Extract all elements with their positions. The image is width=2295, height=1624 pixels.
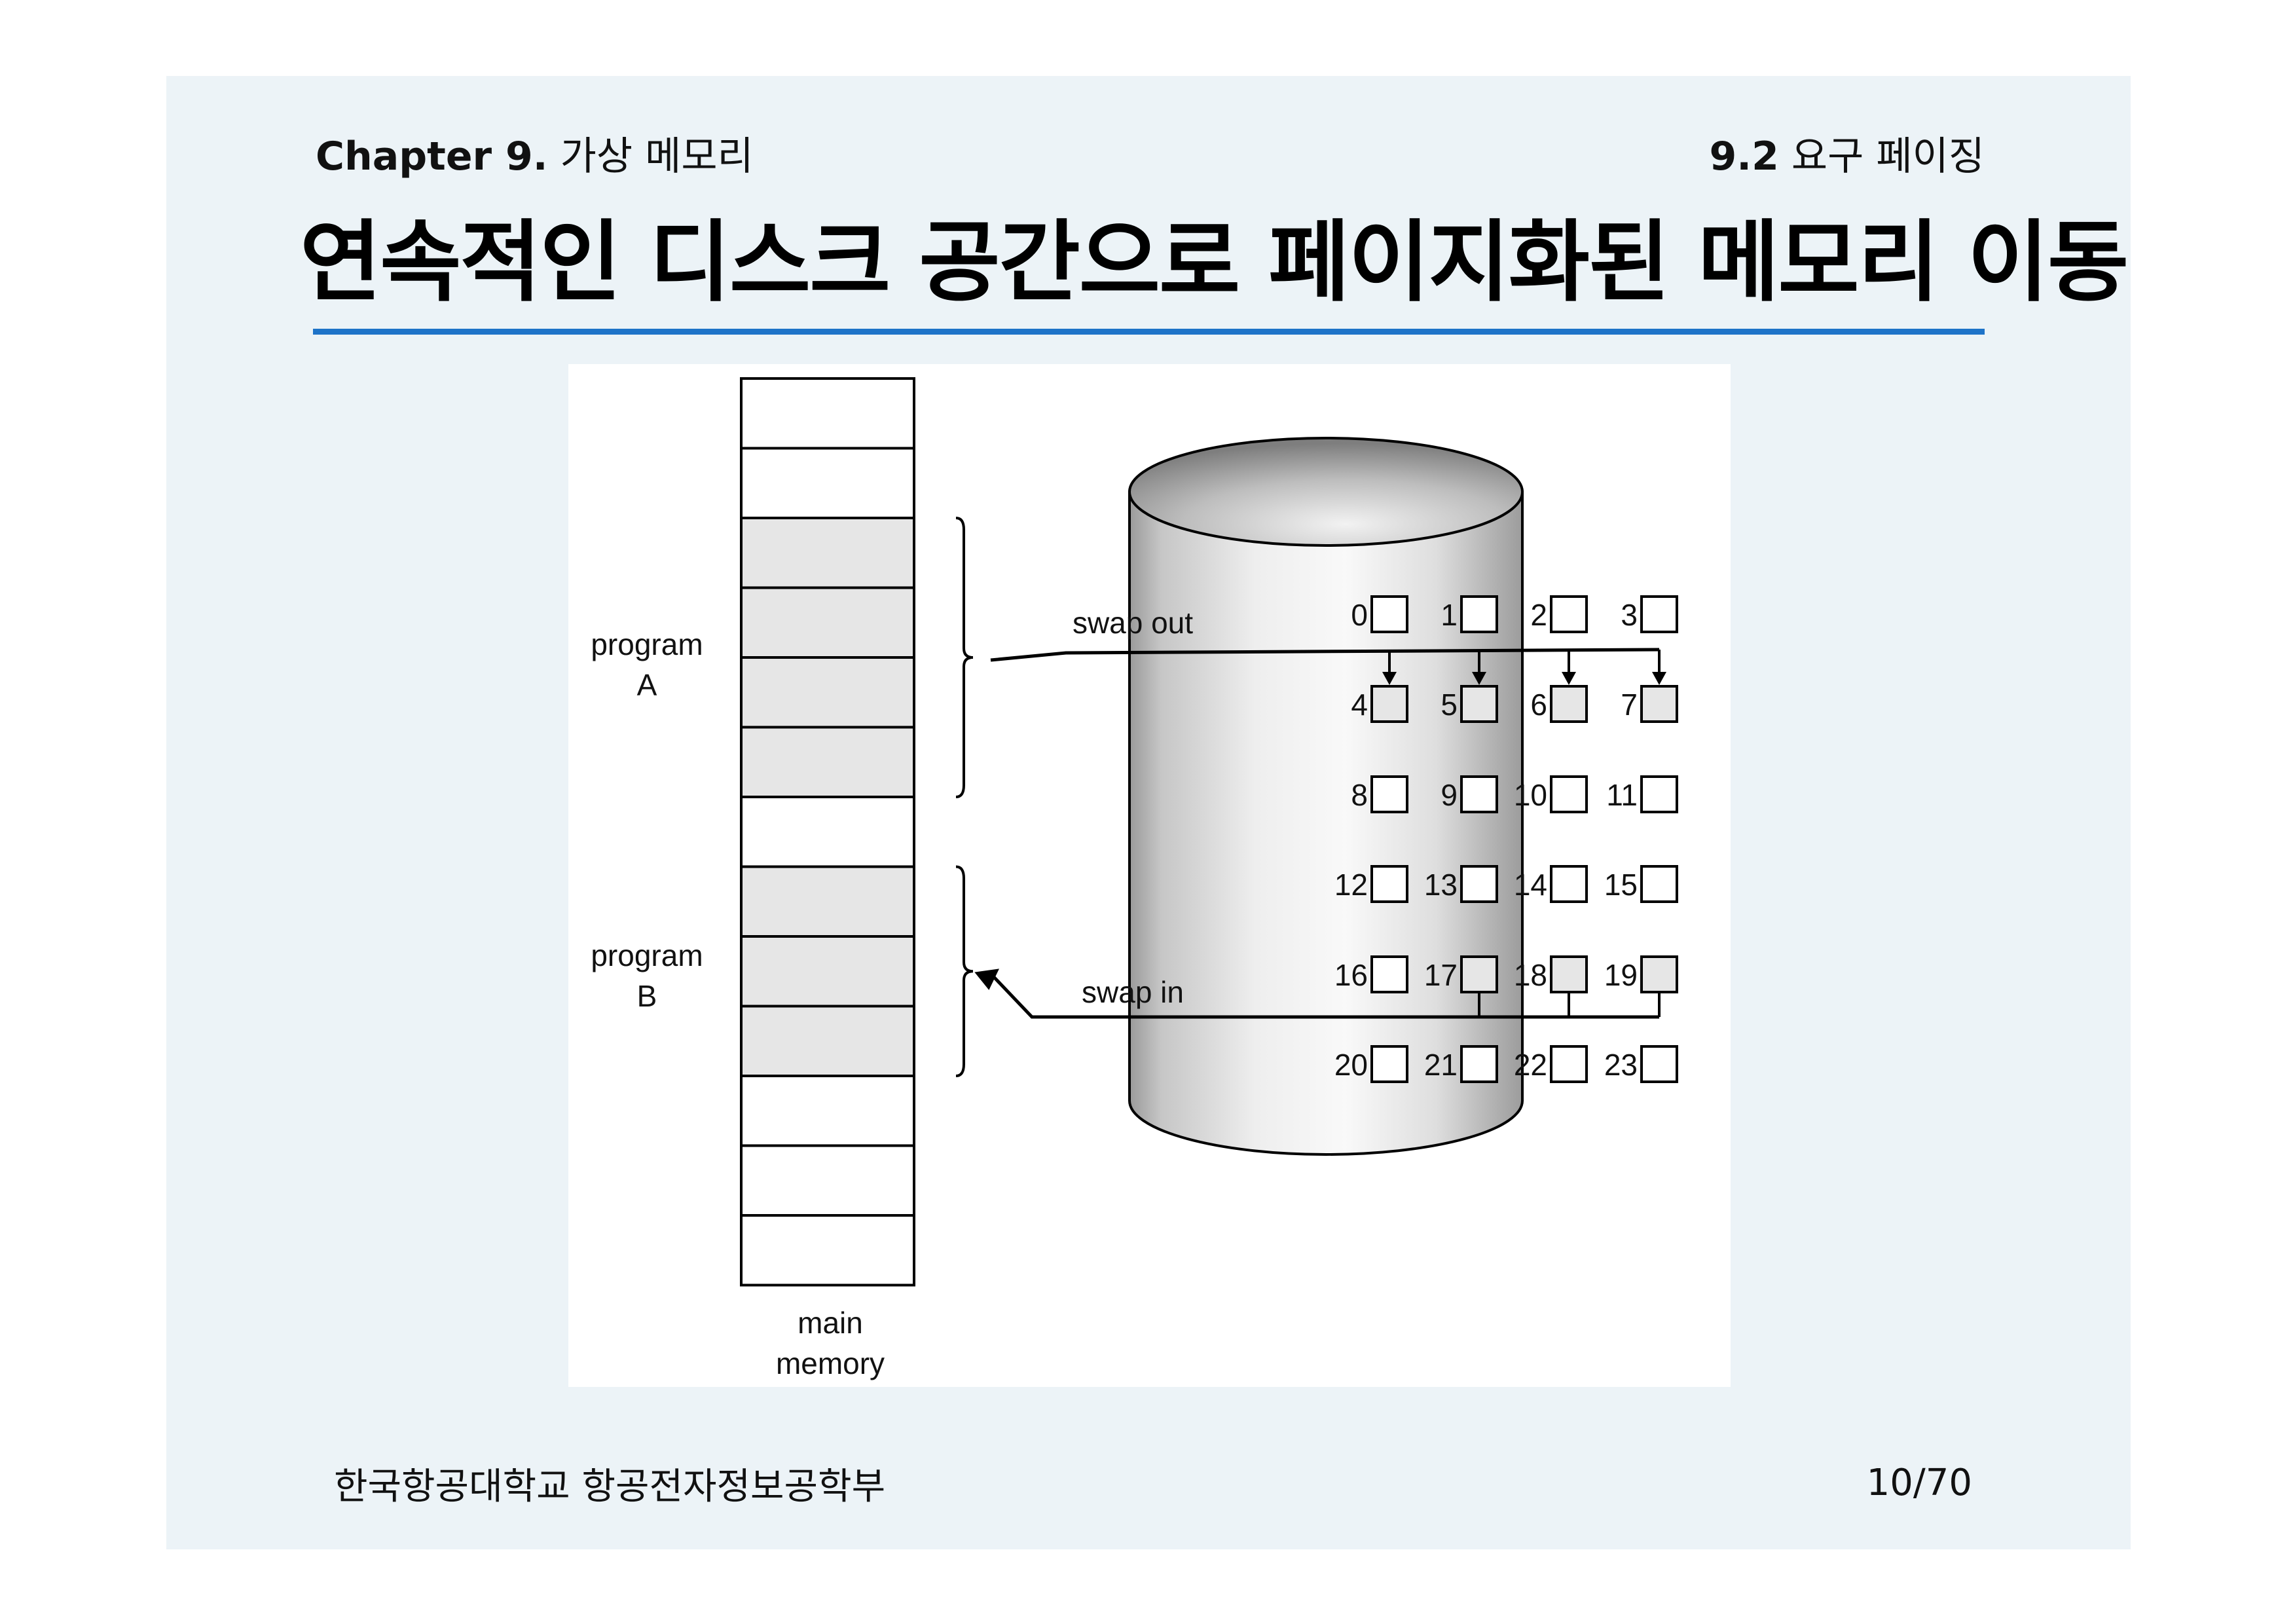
memory-frame	[740, 586, 915, 659]
disk-block-number: 8	[1351, 778, 1368, 812]
disk-block-number: 11	[1606, 778, 1638, 812]
swap-out-arrowhead	[1472, 672, 1486, 685]
memory-frame	[740, 796, 915, 868]
program-b-label-line1: program	[591, 938, 703, 972]
bracket	[955, 865, 974, 1077]
memory-frame	[740, 726, 915, 798]
disk-block-number: 20	[1334, 1048, 1368, 1082]
disk-block	[1370, 595, 1408, 633]
disk-block-number: 5	[1441, 688, 1458, 722]
disk-block	[1460, 865, 1498, 903]
disk-block-number: 1	[1441, 598, 1458, 632]
disk-block	[1640, 955, 1678, 993]
swap-in-line	[991, 974, 1659, 1019]
disk-block-number: 17	[1424, 958, 1458, 992]
disk-block-number: 3	[1621, 598, 1638, 632]
disk-block	[1640, 775, 1678, 813]
disk-block-number: 18	[1514, 958, 1547, 992]
chapter-title: 가상 메모리	[560, 134, 754, 179]
main-memory-label-line1: main	[798, 1306, 863, 1340]
disk-block-number: 16	[1334, 958, 1368, 992]
memory-frame	[740, 1075, 915, 1147]
memory-frame	[740, 935, 915, 1008]
disk-block-number: 21	[1424, 1048, 1458, 1082]
memory-frame	[740, 377, 915, 450]
disk-block	[1640, 1045, 1678, 1083]
section-title: 요구 페이징	[1791, 134, 1985, 179]
bracket	[955, 517, 974, 798]
disk-block	[1460, 955, 1498, 993]
disk-block	[1370, 865, 1408, 903]
disk-block	[1370, 1045, 1408, 1083]
disk-block	[1550, 865, 1588, 903]
memory-frame	[740, 517, 915, 589]
disk-block	[1460, 775, 1498, 813]
disk-block	[1550, 685, 1588, 723]
disk-block-number: 13	[1424, 868, 1458, 902]
swap-in-label: swap in	[1082, 975, 1184, 1009]
disk-block	[1550, 595, 1588, 633]
page-number: 10/70	[1866, 1462, 1972, 1504]
disk-block	[1370, 685, 1408, 723]
chapter-heading: Chapter 9. 가상 메모리	[316, 124, 754, 181]
disk-block	[1370, 775, 1408, 813]
memory-frame	[740, 865, 915, 938]
disk-block-number: 9	[1441, 778, 1458, 812]
section-heading: 9.2 요구 페이징	[1710, 124, 1985, 181]
disk-block	[1640, 865, 1678, 903]
program-a-label-line2: A	[637, 668, 657, 702]
disk-block	[1640, 685, 1678, 723]
main-memory-label-line2: memory	[776, 1346, 885, 1380]
disk-block-number: 15	[1604, 868, 1638, 902]
swap-out-label: swap out	[1073, 606, 1193, 640]
disk-block-number: 2	[1530, 598, 1547, 632]
disk-top	[1128, 437, 1524, 547]
section-number: 9.2	[1709, 134, 1779, 179]
disk-block-number: 6	[1530, 688, 1547, 722]
slide-title: 연속적인 디스크 공간으로 페이지화된 메모리 이동	[300, 211, 2129, 314]
disk-block-number: 23	[1604, 1048, 1638, 1082]
memory-frame	[740, 447, 915, 519]
disk-block-number: 14	[1514, 868, 1547, 902]
swap-out-arrowhead	[1562, 672, 1576, 685]
swap-out-arrowhead	[1652, 672, 1666, 685]
disk-block-number: 22	[1514, 1048, 1547, 1082]
program-a-label-line1: program	[591, 627, 703, 661]
disk-block	[1640, 595, 1678, 633]
footer-department: 한국항공대학교 항공전자정보공학부	[334, 1466, 886, 1508]
memory-frame	[740, 656, 915, 729]
disk-block-number: 10	[1514, 778, 1547, 812]
disk-body	[1128, 490, 1524, 1156]
swap-in-arrowhead	[974, 969, 999, 990]
swap-out-line	[990, 648, 1660, 662]
disk-block	[1550, 1045, 1588, 1083]
swap-out-arrowhead	[1382, 672, 1397, 685]
memory-frame	[740, 1144, 915, 1217]
disk-block	[1460, 685, 1498, 723]
chapter-label: Chapter 9.	[316, 134, 548, 179]
disk-block-number: 7	[1621, 688, 1638, 722]
disk-block-number: 19	[1604, 958, 1638, 992]
memory-frame	[740, 1005, 915, 1077]
memory-frame	[740, 1214, 915, 1287]
disk-block-number: 4	[1351, 688, 1368, 722]
disk-block-number: 0	[1351, 598, 1368, 632]
disk-block	[1370, 955, 1408, 993]
disk-block	[1460, 1045, 1498, 1083]
disk-block	[1550, 955, 1588, 993]
program-b-label-line2: B	[637, 979, 657, 1013]
disk-block	[1550, 775, 1588, 813]
title-divider	[313, 329, 1985, 335]
disk-block-number: 12	[1334, 868, 1368, 902]
disk-block	[1460, 595, 1498, 633]
